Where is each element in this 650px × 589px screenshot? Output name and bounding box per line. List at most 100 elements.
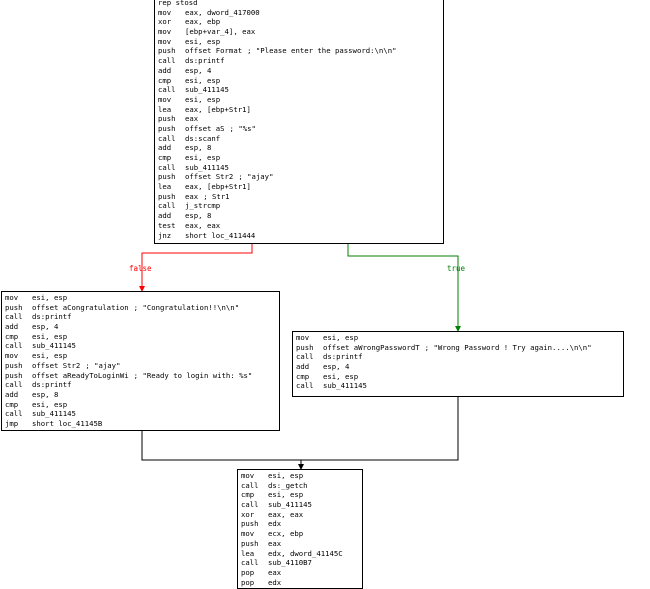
asm-mnemonic: mov [158,36,172,46]
asm-mnemonic: push [158,46,176,56]
asm-line[interactable]: mov[ebp+var_4], eax [158,27,440,37]
asm-mnemonic: call [241,500,259,510]
asm-operands: edx, dword_41145C [268,548,343,558]
asm-operands: eax, eax [268,509,304,519]
asm-mnemonic: call [5,380,23,390]
asm-comment: ; "Wrong Password ! Try again....\n\n" [424,342,592,352]
asm-mnemonic: call [5,312,23,322]
asm-mnemonic: push [241,538,259,548]
asm-mnemonic: call [158,85,176,95]
asm-mnemonic: mov [158,94,172,104]
asm-comment: ; Str1 [203,191,230,201]
asm-operands: ds:printf [185,56,225,66]
asm-operands: esi, esp [185,153,221,162]
asm-line[interactable]: pop eax [241,568,359,578]
asm-operands: ecx, ebp [268,529,304,539]
asm-line[interactable]: rep stosd [158,0,440,8]
asm-operands: esi, esp [323,333,359,342]
asm-mnemonic: mov [158,27,172,37]
asm-operands: ds:_getch [268,480,308,490]
asm-mnemonic: add [5,322,19,332]
asm-operands: eax, eax [185,220,221,230]
asm-line[interactable]: xor eax, eax [241,510,359,520]
asm-mnemonic: cmp [5,399,19,409]
asm-operands: esi, esp [323,371,359,381]
asm-mnemonic: lea [158,104,172,114]
asm-operands: sub_4110B7 [268,558,312,568]
asm-operands: ds:printf [32,312,72,322]
asm-line[interactable]: call ds:printf [158,56,440,66]
asm-operands: eax [185,114,199,124]
asm-mnemonic: push [158,172,176,182]
asm-operands: offset aCongratulation [32,302,129,312]
asm-operands: eax [268,567,282,577]
asm-mnemonic: call [158,56,176,66]
asm-mnemonic: cmp [5,331,19,341]
edge-false [141,243,253,291]
asm-mnemonic: xor [241,509,255,519]
asm-line[interactable]: call ds:printf [5,312,276,322]
edge-true-arrowhead [455,326,461,332]
asm-operands: sub_411145 [323,381,367,391]
asm-operands: offset aS [185,123,225,133]
asm-mnemonic: jmp [5,418,19,428]
asm-mnemonic: pop [241,567,255,577]
asm-mnemonic: call [5,409,23,419]
